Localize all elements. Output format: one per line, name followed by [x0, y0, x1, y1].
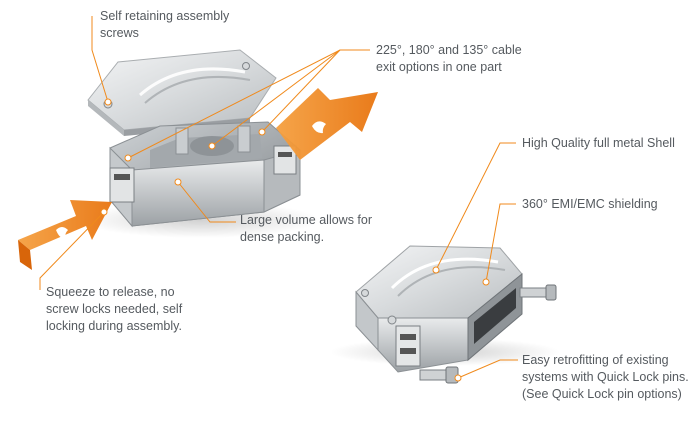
- callout-line: exit options in one part: [376, 60, 502, 74]
- hand-pinch-icon: [56, 227, 68, 239]
- housing-screw-icon: [361, 289, 369, 297]
- callout-line: systems with Quick Lock pins.: [522, 370, 689, 384]
- squeeze-arrow-left-icon: [18, 200, 112, 270]
- leader-lines: [39, 16, 518, 382]
- callout-line: screws: [100, 26, 139, 40]
- quick-lock-pin-icon: [519, 284, 557, 301]
- lid-screw-icon: [242, 62, 250, 70]
- callout-line: 360° EMI/EMC shielding: [522, 197, 658, 211]
- callout-line: locking during assembly.: [46, 319, 182, 333]
- hand-pinch-icon: [312, 121, 326, 134]
- callout-line: Easy retrofitting of existing: [522, 353, 669, 367]
- callout-line: (See Quick Lock pin options): [522, 387, 682, 401]
- callout-line: 225°, 180° and 135° cable: [376, 43, 522, 57]
- assembled-housing: [330, 245, 560, 384]
- housing-base: [109, 121, 301, 228]
- callout-line: screw locks needed, self: [46, 302, 183, 316]
- callout-line: Squeeze to release, no: [46, 285, 175, 299]
- callout-squeeze: Squeeze to release, no screw locks neede…: [46, 284, 182, 335]
- callout-line: dense packing.: [240, 230, 325, 244]
- quick-lock-pin-icon: [419, 366, 459, 384]
- callout-emi: 360° EMI/EMC shielding: [522, 196, 658, 213]
- callout-screws: Self retaining assembly screws: [100, 8, 229, 42]
- squeeze-arrow-right-icon: [276, 88, 378, 160]
- callout-volume: Large volume allows for dense packing.: [240, 212, 372, 246]
- callout-line: Self retaining assembly: [100, 9, 230, 23]
- housing-screw-icon: [387, 315, 397, 325]
- callout-metal-shell: High Quality full metal Shell: [522, 135, 675, 152]
- callout-line: High Quality full metal Shell: [522, 136, 675, 150]
- callout-cable-exit: 225°, 180° and 135° cable exit options i…: [376, 42, 522, 76]
- callout-retrofit: Easy retrofitting of existing systems wi…: [522, 352, 689, 403]
- callout-line: Large volume allows for: [240, 213, 373, 227]
- exploded-housing: [80, 49, 320, 238]
